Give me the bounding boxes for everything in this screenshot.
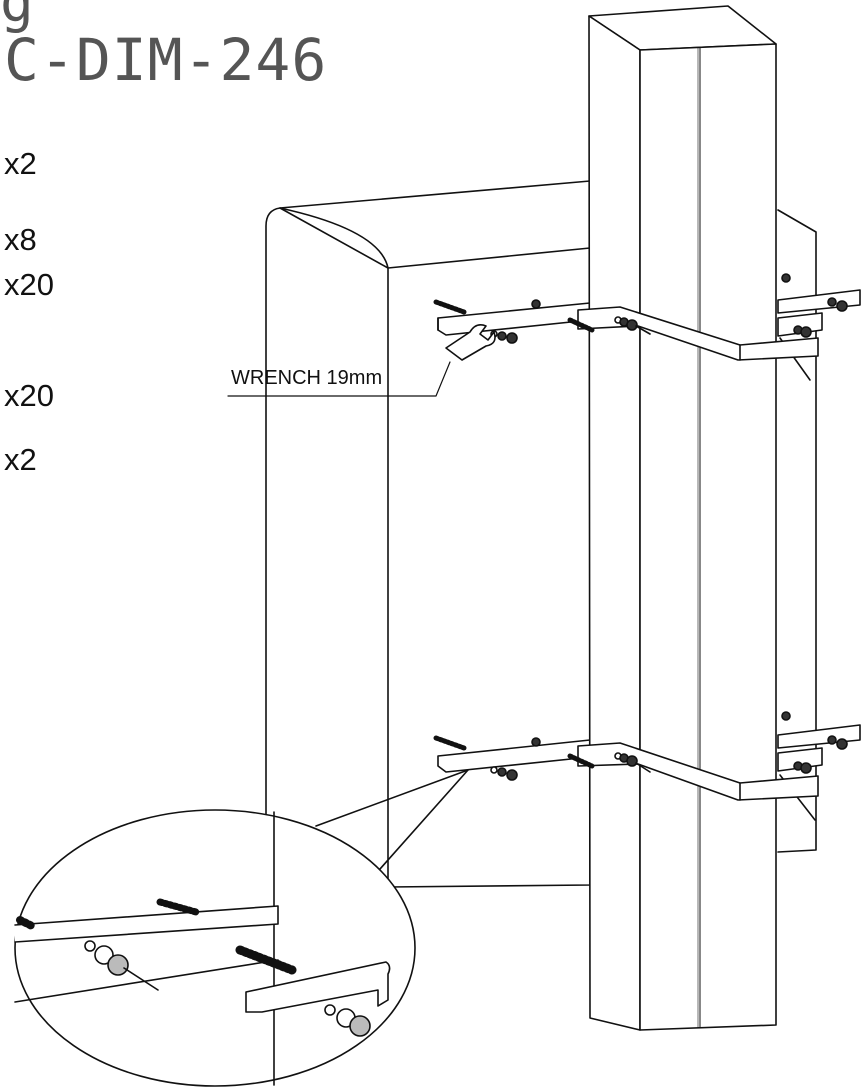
part-qty-5: x2 (4, 442, 37, 477)
title-fragment: g (0, 0, 36, 35)
wrench-size-label: WRENCH 19mm (231, 367, 383, 389)
part-qty-4: x20 (4, 378, 54, 413)
detail-magnifier (14, 769, 469, 1087)
part-qty-2: x8 (4, 222, 37, 257)
upper-fasteners (433, 273, 848, 344)
model-number: C-DIM-246 (4, 26, 328, 94)
lower-clamp (577, 742, 819, 801)
pole (588, 5, 777, 1031)
wrench-leader-line (227, 361, 451, 397)
wrench-icon (445, 324, 496, 361)
part-qty-1: x2 (4, 146, 37, 181)
lower-fasteners (433, 711, 848, 781)
part-qty-3: x20 (4, 267, 54, 302)
upper-clamp (577, 306, 819, 361)
